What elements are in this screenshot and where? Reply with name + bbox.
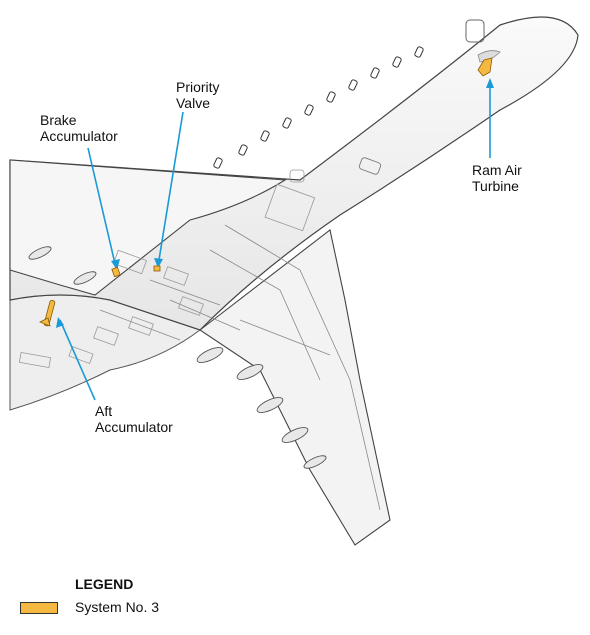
aft-accumulator-component <box>39 299 56 327</box>
leader-arrowheads <box>56 78 494 328</box>
entry-door <box>465 19 485 43</box>
ram-air-turbine-component <box>477 50 501 77</box>
priority-valve-label: Priority Valve <box>176 79 220 111</box>
priority-valve-component <box>153 265 161 272</box>
legend-title: LEGEND <box>75 576 134 592</box>
flap-fairings <box>28 246 327 469</box>
brake-accumulator-component <box>111 266 121 278</box>
ram-air-turbine-label: Ram Air Turbine <box>472 162 522 194</box>
leader-lines <box>59 80 491 401</box>
wing-panel-lines <box>99 224 381 511</box>
cabin-windows <box>213 46 424 169</box>
fuselage-panels <box>18 169 316 368</box>
aft-accumulator-label: Aft Accumulator <box>95 403 173 435</box>
legend-swatch-system-3 <box>20 602 58 614</box>
legend-label-system-3: System No. 3 <box>75 599 160 615</box>
belly-panel <box>358 157 382 175</box>
brake-accumulator-label: Brake Accumulator <box>40 112 118 144</box>
